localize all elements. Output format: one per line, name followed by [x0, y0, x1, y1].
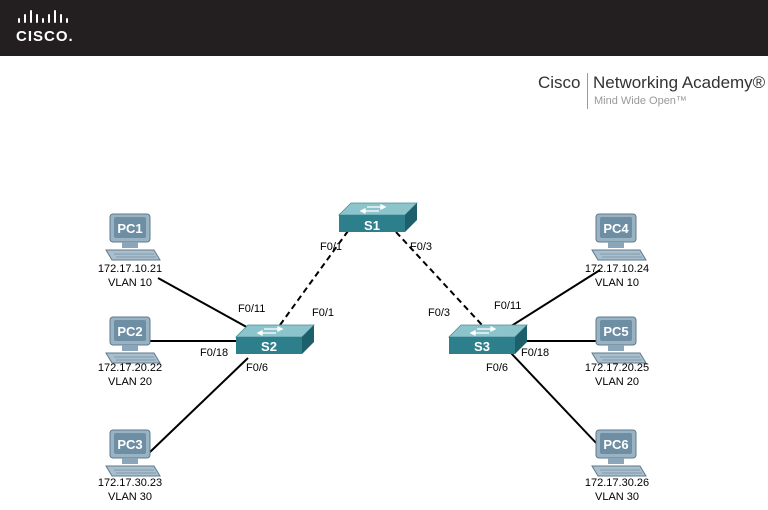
pc-pc2[interactable]: PC2: [105, 316, 161, 364]
switch-s3[interactable]: S3: [448, 324, 528, 355]
top-header-bar: CISCO.: [0, 0, 768, 56]
pc-label: PC6: [603, 437, 628, 452]
pc5-vlan: VLAN 20: [595, 376, 639, 388]
pc-pc3[interactable]: PC3: [105, 429, 161, 477]
port-s3-to-pc6: F0/6: [486, 362, 508, 374]
pc-label: PC2: [117, 324, 142, 339]
pc6-ip: 172.17.30.26: [585, 477, 649, 489]
link-s3-pc4: [507, 269, 601, 329]
link-s2-pc1: [157, 277, 253, 331]
link-s2-pc3: [149, 357, 249, 453]
academy-divider: [587, 73, 588, 109]
pc-label: PC3: [117, 437, 142, 452]
switch-s1[interactable]: S1: [338, 202, 418, 233]
academy-name: Networking Academy®: [593, 73, 766, 92]
pc3-ip: 172.17.30.23: [98, 477, 162, 489]
academy-brand: Cisco: [538, 73, 581, 92]
link-s1-s3: [395, 231, 483, 326]
pc4-vlan: VLAN 10: [595, 277, 639, 289]
pc-label: PC4: [603, 221, 629, 236]
pc2-vlan: VLAN 20: [108, 376, 152, 388]
port-s1-to-s2: F0/1: [320, 241, 342, 253]
port-s2-to-pc2: F0/18: [200, 347, 228, 359]
switch-s2[interactable]: S2: [235, 324, 315, 355]
port-s3-to-pc5: F0/18: [521, 347, 549, 359]
switch-label: S2: [261, 339, 277, 354]
port-s3-to-pc4: F0/11: [494, 300, 521, 312]
pc-label: PC1: [117, 221, 142, 236]
pc-label: PC5: [603, 324, 628, 339]
pc4-ip: 172.17.10.24: [585, 263, 649, 275]
pc6-vlan: VLAN 30: [595, 491, 639, 503]
link-s3-pc6: [509, 351, 599, 446]
pc1-vlan: VLAN 10: [108, 277, 152, 289]
cisco-logo-text: CISCO.: [16, 28, 74, 45]
cisco-logo: CISCO.: [16, 10, 74, 46]
port-s2-to-pc1: F0/11: [238, 303, 265, 315]
pc2-ip: 172.17.20.22: [98, 362, 162, 374]
cisco-bridge-icon: [18, 10, 68, 23]
switch-label: S1: [364, 218, 380, 233]
pc3-vlan: VLAN 30: [108, 491, 152, 503]
pc-address-labels: 172.17.10.21 VLAN 10 172.17.20.22 VLAN 2…: [98, 263, 649, 503]
pc-pc6[interactable]: PC6: [591, 429, 647, 477]
port-labels: F0/1 F0/3 F0/1 F0/3 F0/11 F0/18 F0/6 F0/…: [200, 241, 549, 374]
port-s2-to-pc3: F0/6: [246, 362, 268, 374]
switch-label: S3: [474, 339, 490, 354]
networking-academy-logo: Cisco Networking Academy® Mind Wide Open…: [538, 70, 766, 114]
pc-pc4[interactable]: PC4: [591, 213, 647, 261]
port-s3-to-s1: F0/3: [428, 307, 450, 319]
academy-tagline: Mind Wide Open™: [594, 95, 687, 107]
port-s1-to-s3: F0/3: [410, 241, 432, 253]
pc-pc5[interactable]: PC5: [591, 316, 647, 364]
pc5-ip: 172.17.20.25: [585, 362, 649, 374]
links: [148, 230, 601, 453]
pc-pc1[interactable]: PC1: [105, 213, 161, 261]
port-s2-to-s1: F0/1: [312, 307, 334, 319]
pc1-ip: 172.17.10.21: [98, 263, 162, 275]
